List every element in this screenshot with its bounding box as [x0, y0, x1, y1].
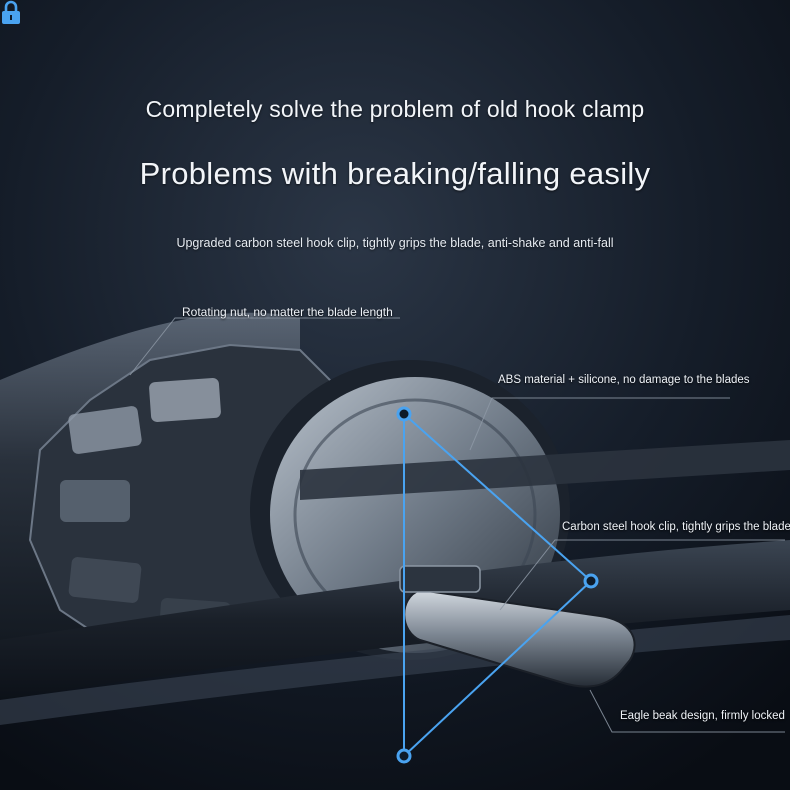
callout-hook-clip: Carbon steel hook clip, tightly grips th… — [562, 521, 790, 533]
callout-abs-material: ABS material + silicone, no damage to th… — [498, 374, 750, 386]
callout-line-clip — [499, 539, 785, 611]
lock-icon — [2, 0, 20, 24]
hook-clip — [399, 565, 636, 688]
highlight-triangle — [403, 413, 592, 757]
headline-main: Problems with breaking/falling easily — [139, 156, 651, 191]
callout-line-nut — [129, 317, 400, 376]
headline-subtitle: Upgraded carbon steel hook clip, tightly… — [176, 236, 614, 250]
node-dot-icon — [396, 406, 599, 764]
rotating-nut — [28, 343, 331, 662]
headline-primary: Completely solve the problem of old hook… — [145, 96, 645, 122]
callout-line-abs — [469, 397, 730, 451]
callout-line-beak — [589, 689, 785, 733]
callout-rotating-nut: Rotating nut, no matter the blade length — [182, 305, 393, 319]
callout-eagle-beak: Eagle beak design, firmly locked — [620, 710, 785, 722]
